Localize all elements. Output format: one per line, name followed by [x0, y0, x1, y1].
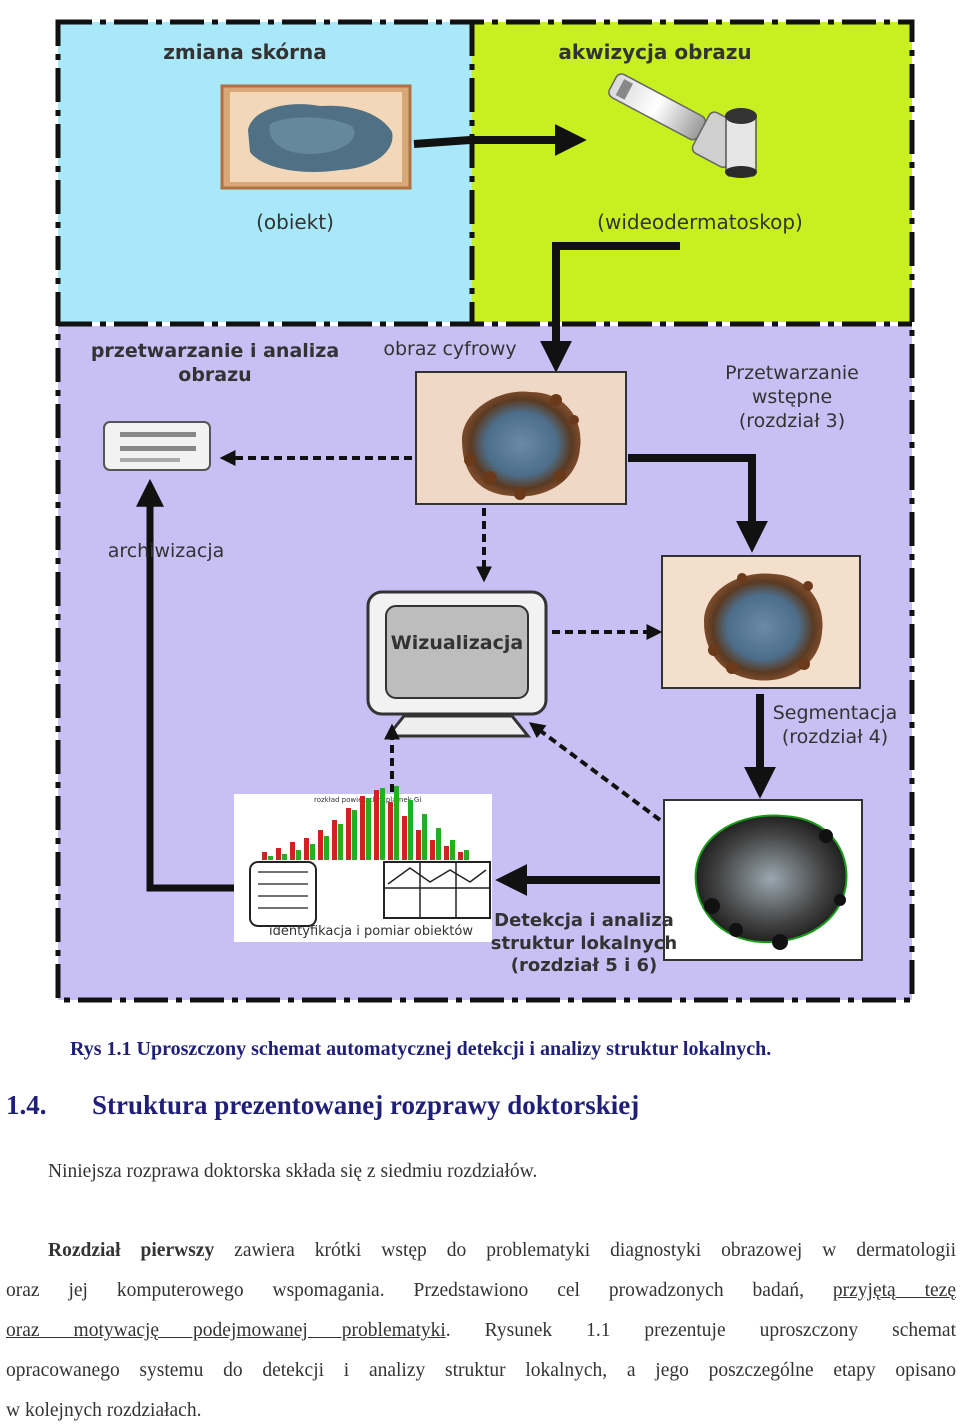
histogram-bar-red	[402, 816, 407, 860]
figure-caption: Rys 1.1 Uproszczony schemat automatyczne…	[70, 1038, 772, 1060]
p1-line2-text: oraz jej komputerowego wspomagania. Prze…	[6, 1280, 804, 1301]
label-processing-title: przetwarzanie i analiza obrazu	[90, 340, 340, 386]
intro-paragraph: Niniejsza rozprawa doktorska składa się …	[48, 1161, 538, 1182]
histogram-bar-green	[464, 850, 469, 860]
histogram-panel: rozkład powierzchni plamek Gi	[234, 786, 492, 942]
label-digital-image: obraz cyfrowy	[383, 338, 517, 360]
p1-line3-underlined: oraz motywację podejmowanej problematyki	[6, 1320, 446, 1341]
dermatoscope-icon	[608, 73, 757, 178]
label-acquisition-sub: (wideodermatoskop)	[597, 210, 803, 234]
histogram-bar-green	[352, 810, 357, 860]
histogram-bar-red	[332, 820, 337, 860]
section-title: Struktura prezentowanej rozprawy doktors…	[92, 1090, 640, 1120]
section-number: 1.4.	[6, 1090, 47, 1120]
label-segmentation: Segmentacja (rozdział 4)	[772, 702, 898, 748]
histogram-bar-red	[388, 802, 393, 860]
histogram-bar-green	[394, 786, 399, 860]
label-object-title: zmiana skórna	[163, 40, 327, 64]
label-detection: Detekcja i analiza struktur lokalnych (r…	[490, 910, 678, 976]
paragraph-line-1: Rozdział pierwszy zawiera krótki wstęp d…	[48, 1240, 956, 1262]
histogram-bar-green	[296, 850, 301, 860]
section-heading: 1.4. Struktura prezentowanej rozprawy dok…	[6, 1090, 639, 1121]
chapter-one-bold: Rozdział pierwszy	[48, 1240, 215, 1261]
histogram-bar-red	[276, 848, 281, 860]
preprocessed-image	[661, 555, 861, 689]
label-archiving: archiwizacja	[107, 540, 225, 562]
label-visualization: Wizualizacja	[390, 632, 524, 654]
paragraph-line-2: oraz jej komputerowego wspomagania. Prze…	[6, 1280, 956, 1302]
paragraph-line-5: w kolejnych rozdziałach.	[6, 1400, 202, 1421]
histogram-bar-red	[458, 852, 463, 860]
histogram-bar-green	[450, 840, 455, 860]
monitor-icon	[366, 590, 548, 738]
digital-image	[415, 371, 627, 505]
p1-line2-underlined: przyjętą tezę	[832, 1280, 956, 1301]
histogram-bar-red	[430, 840, 435, 860]
label-identification: identyfikacja i pomiar obiektów	[269, 924, 473, 939]
histogram-bar-green	[338, 824, 343, 860]
histogram-bar-green	[436, 828, 441, 860]
paragraph-line-3: oraz motywację podejmowanej problematyki…	[6, 1320, 956, 1342]
workflow-diagram: rozkład powierzchni plamek Gi	[55, 19, 915, 1003]
lesion-object-image	[220, 84, 412, 190]
histogram-bar-red	[304, 838, 309, 860]
label-preprocessing: Przetwarzanie wstępne (rozdział 3)	[725, 362, 859, 432]
histogram-bar-red	[416, 830, 421, 860]
archive-icon	[103, 421, 211, 471]
label-acquisition-title: akwizycja obrazu	[558, 40, 752, 64]
histogram-bar-green	[310, 844, 315, 860]
histogram-bar-red	[360, 796, 365, 860]
histogram-bar-green	[268, 856, 273, 860]
histogram-bar-green	[282, 854, 287, 860]
histogram-bar-green	[380, 788, 385, 860]
histogram-bar-red	[318, 830, 323, 860]
histogram-bar-green	[366, 798, 371, 860]
label-object-sub: (obiekt)	[256, 210, 334, 234]
paragraph-line-4: opracowanego systemu do detekcji i anali…	[6, 1360, 956, 1381]
histogram-bar-red	[346, 808, 351, 860]
histogram-bar-red	[290, 842, 295, 860]
p1-line1-text: zawiera krótki wstęp do problematyki dia…	[234, 1240, 957, 1261]
histogram-bar-red	[262, 852, 267, 860]
histogram-bar-green	[422, 814, 427, 860]
histogram-bar-green	[324, 836, 329, 860]
segmented-image	[663, 799, 863, 961]
p1-line3-text: . Rysunek 1.1 prezentuje uproszczony sch…	[445, 1320, 956, 1341]
quadrant-acquisition	[472, 22, 912, 322]
histogram-bar-red	[374, 790, 379, 860]
histogram-bar-green	[408, 800, 413, 860]
histogram-bar-red	[444, 846, 449, 860]
